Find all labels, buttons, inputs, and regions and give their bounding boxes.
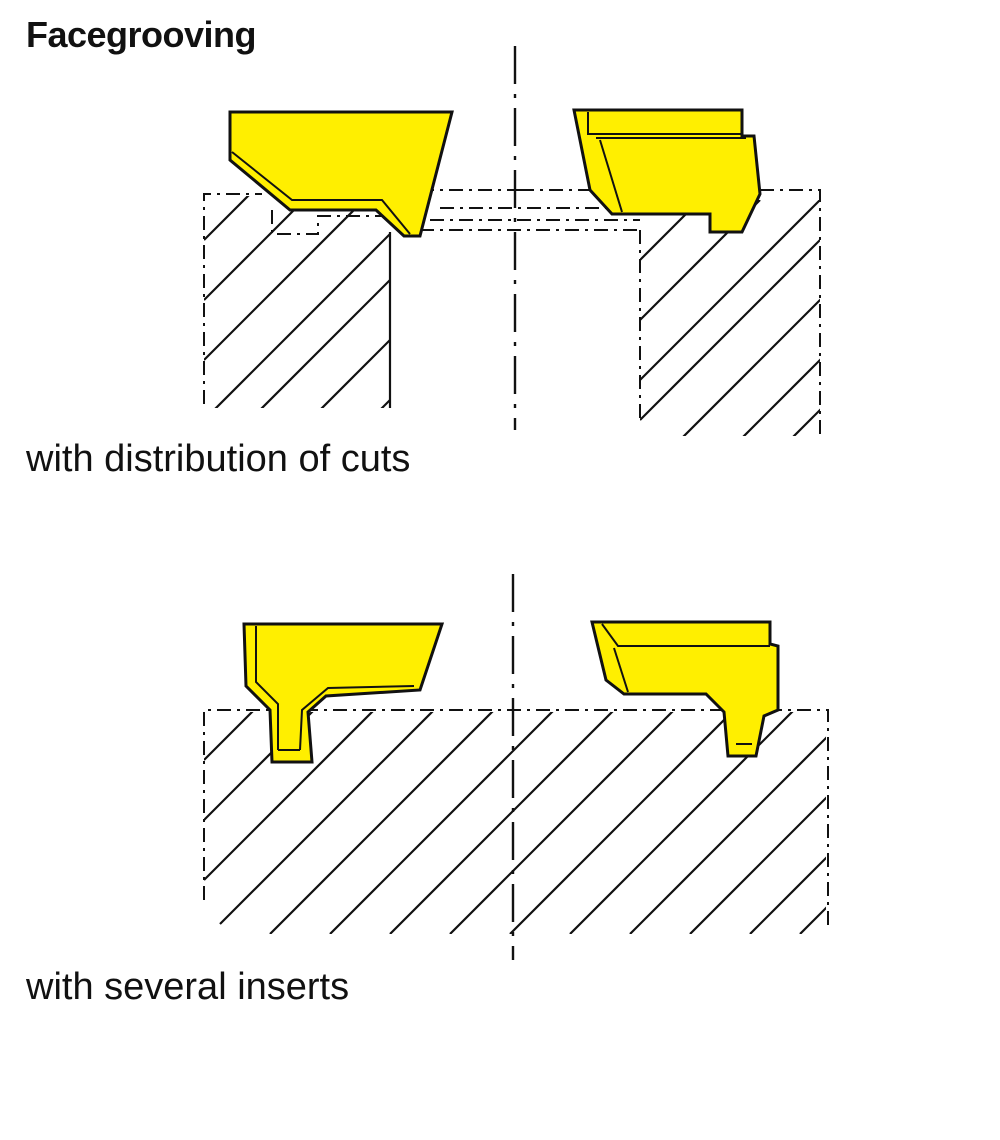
caption-several-inserts: with several inserts <box>26 966 350 1008</box>
workpiece-left-outline <box>203 193 262 404</box>
page-title: Facegrooving <box>26 14 257 55</box>
workpiece-right-outline <box>760 189 821 436</box>
workpiece-bottom-outline <box>203 709 829 930</box>
workpiece-left-hatching <box>204 196 390 408</box>
workpiece-right-hatching <box>640 200 820 436</box>
diagram-several-inserts <box>203 574 829 960</box>
insert-left-several <box>242 622 445 764</box>
workpiece-bottom-hatching <box>204 712 826 934</box>
caption-distribution-of-cuts: with distribution of cuts <box>26 438 411 480</box>
insert-left-distribution <box>228 110 454 238</box>
groove-left-outline <box>271 210 392 235</box>
insert-right-distribution <box>572 108 762 234</box>
insert-right-several <box>590 620 780 758</box>
diagram-distribution-of-cuts <box>203 46 821 436</box>
